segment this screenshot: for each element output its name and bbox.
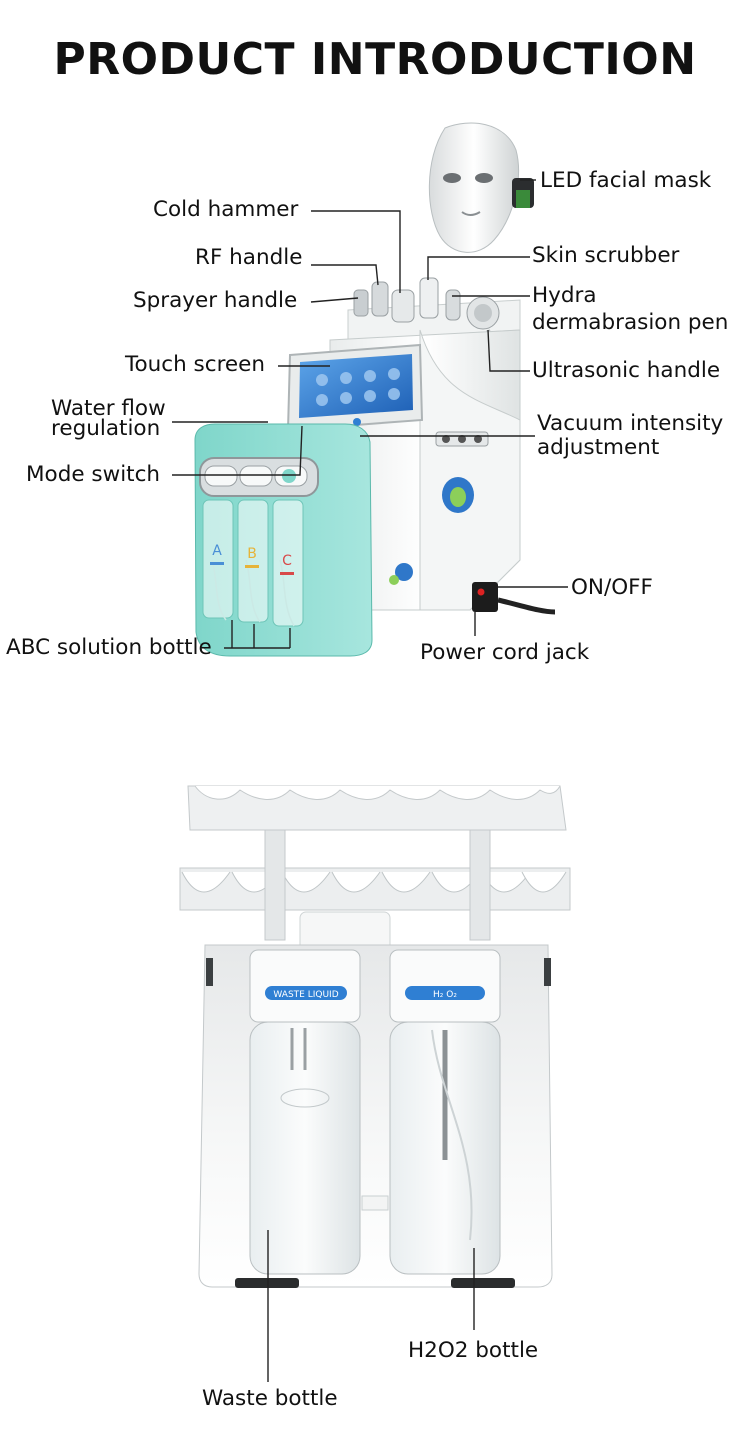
label-rf-handle: RF handle [195,245,303,270]
page-title: PRODUCT INTRODUCTION [53,34,697,85]
label-hydra: Hydra [532,283,597,308]
led-mask-image [428,122,534,253]
label-abc-solution-bottle: ABC solution bottle [6,635,212,660]
label-skin-scrubber: Skin scrubber [532,243,680,268]
waste-bottle-image [249,949,361,1275]
label-on-off: ON/OFF [571,575,653,600]
label-sprayer-handle: Sprayer handle [133,288,298,313]
label-adjustment: adjustment [537,435,660,460]
label-water-flow: Water flow [51,396,166,421]
label-ultrasonic-handle: Ultrasonic handle [532,358,721,383]
device-front-illustration: A B C [172,122,568,657]
label-led-facial-mask: LED facial mask [540,168,712,193]
h2o2-cap-label: H₂ O₂ [433,990,457,1000]
label-waste-bottle: Waste bottle [202,1386,338,1411]
label-regulation: regulation [51,416,161,441]
label-mode-switch: Mode switch [26,462,161,487]
label-cold-hammer: Cold hammer [153,197,299,222]
waste-cap-label: WASTE LIQUID [273,990,338,1000]
front-panel-image [194,423,373,657]
label-h2o2-bottle: H2O2 bottle [408,1338,539,1363]
label-dermabrasion-pen: dermabrasion pen [532,310,729,335]
h2o2-bottle-image [361,949,501,1275]
callout-lines [172,179,568,649]
bottle-letter-a: A [212,543,222,559]
handle-holder-rack [179,785,571,953]
label-power-cord-jack: Power cord jack [420,640,590,665]
label-vacuum-intensity: Vacuum intensity [537,411,724,436]
rear-callout-lines [267,1230,475,1382]
bottle-letter-b: B [247,546,257,562]
label-touch-screen: Touch screen [125,352,266,377]
bottle-letter-c: C [282,553,292,569]
